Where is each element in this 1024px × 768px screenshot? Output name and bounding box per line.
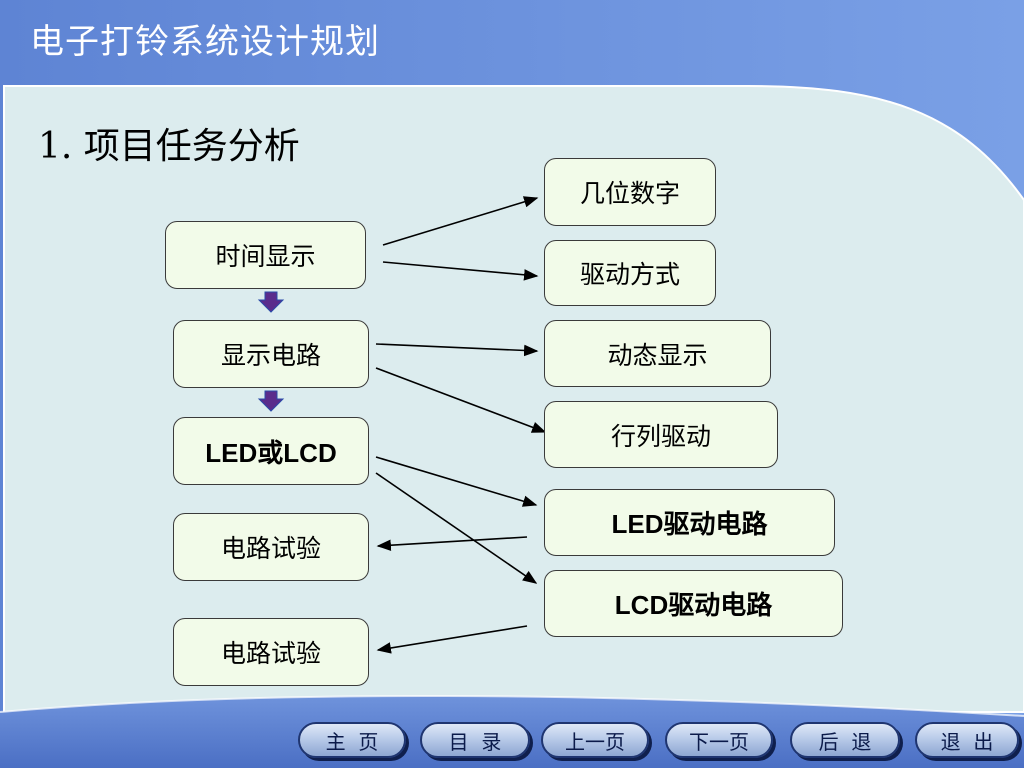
arrow-lcddrive-to-test xyxy=(376,625,528,654)
section-title: 1. 项目任务分析 xyxy=(38,126,300,167)
box-dynamic-display: 动态显示 xyxy=(544,320,771,387)
slide-title: 电子打铃系统设计规划 xyxy=(30,22,380,62)
nav-next-page-button[interactable]: 下一页 xyxy=(665,722,773,758)
arrow-led-to-leddrive xyxy=(375,456,538,507)
down-arrow-icon xyxy=(257,390,285,412)
box-led-or-lcd: LED或LCD xyxy=(173,417,369,485)
nav-home-button[interactable]: 主 页 xyxy=(298,722,406,758)
box-digit-count: 几位数字 xyxy=(544,158,716,226)
box-display-circuit: 显示电路 xyxy=(173,320,369,388)
box-row-column-drive: 行列驱动 xyxy=(544,401,778,468)
box-time-display: 时间显示 xyxy=(165,221,366,289)
box-circuit-test: 电路试验 xyxy=(173,513,369,581)
down-arrows xyxy=(257,291,285,412)
box-led-drive-circuit: LED驱动电路 xyxy=(544,489,835,556)
box-drive-mode: 驱动方式 xyxy=(544,240,716,306)
box-circuit-test-2: 电路试验 xyxy=(173,618,369,686)
nav-back-button[interactable]: 后 退 xyxy=(790,722,900,758)
arrow-display-to-matrix xyxy=(375,367,547,433)
nav-contents-button[interactable]: 目 录 xyxy=(420,722,530,758)
nav-prev-page-button[interactable]: 上一页 xyxy=(541,722,649,758)
arrow-display-to-dynamic xyxy=(375,343,539,357)
nav-exit-button[interactable]: 退 出 xyxy=(915,722,1019,758)
arrow-time-to-digits xyxy=(382,196,539,246)
diagram-arrows xyxy=(375,196,547,654)
arrow-leddrive-to-test xyxy=(376,536,528,551)
box-lcd-drive-circuit: LCD驱动电路 xyxy=(544,570,843,637)
arrow-led-to-lcddrive xyxy=(375,472,538,584)
content-panel xyxy=(3,85,1024,713)
arrow-time-to-drive xyxy=(382,261,539,281)
down-arrow-icon xyxy=(257,291,285,313)
